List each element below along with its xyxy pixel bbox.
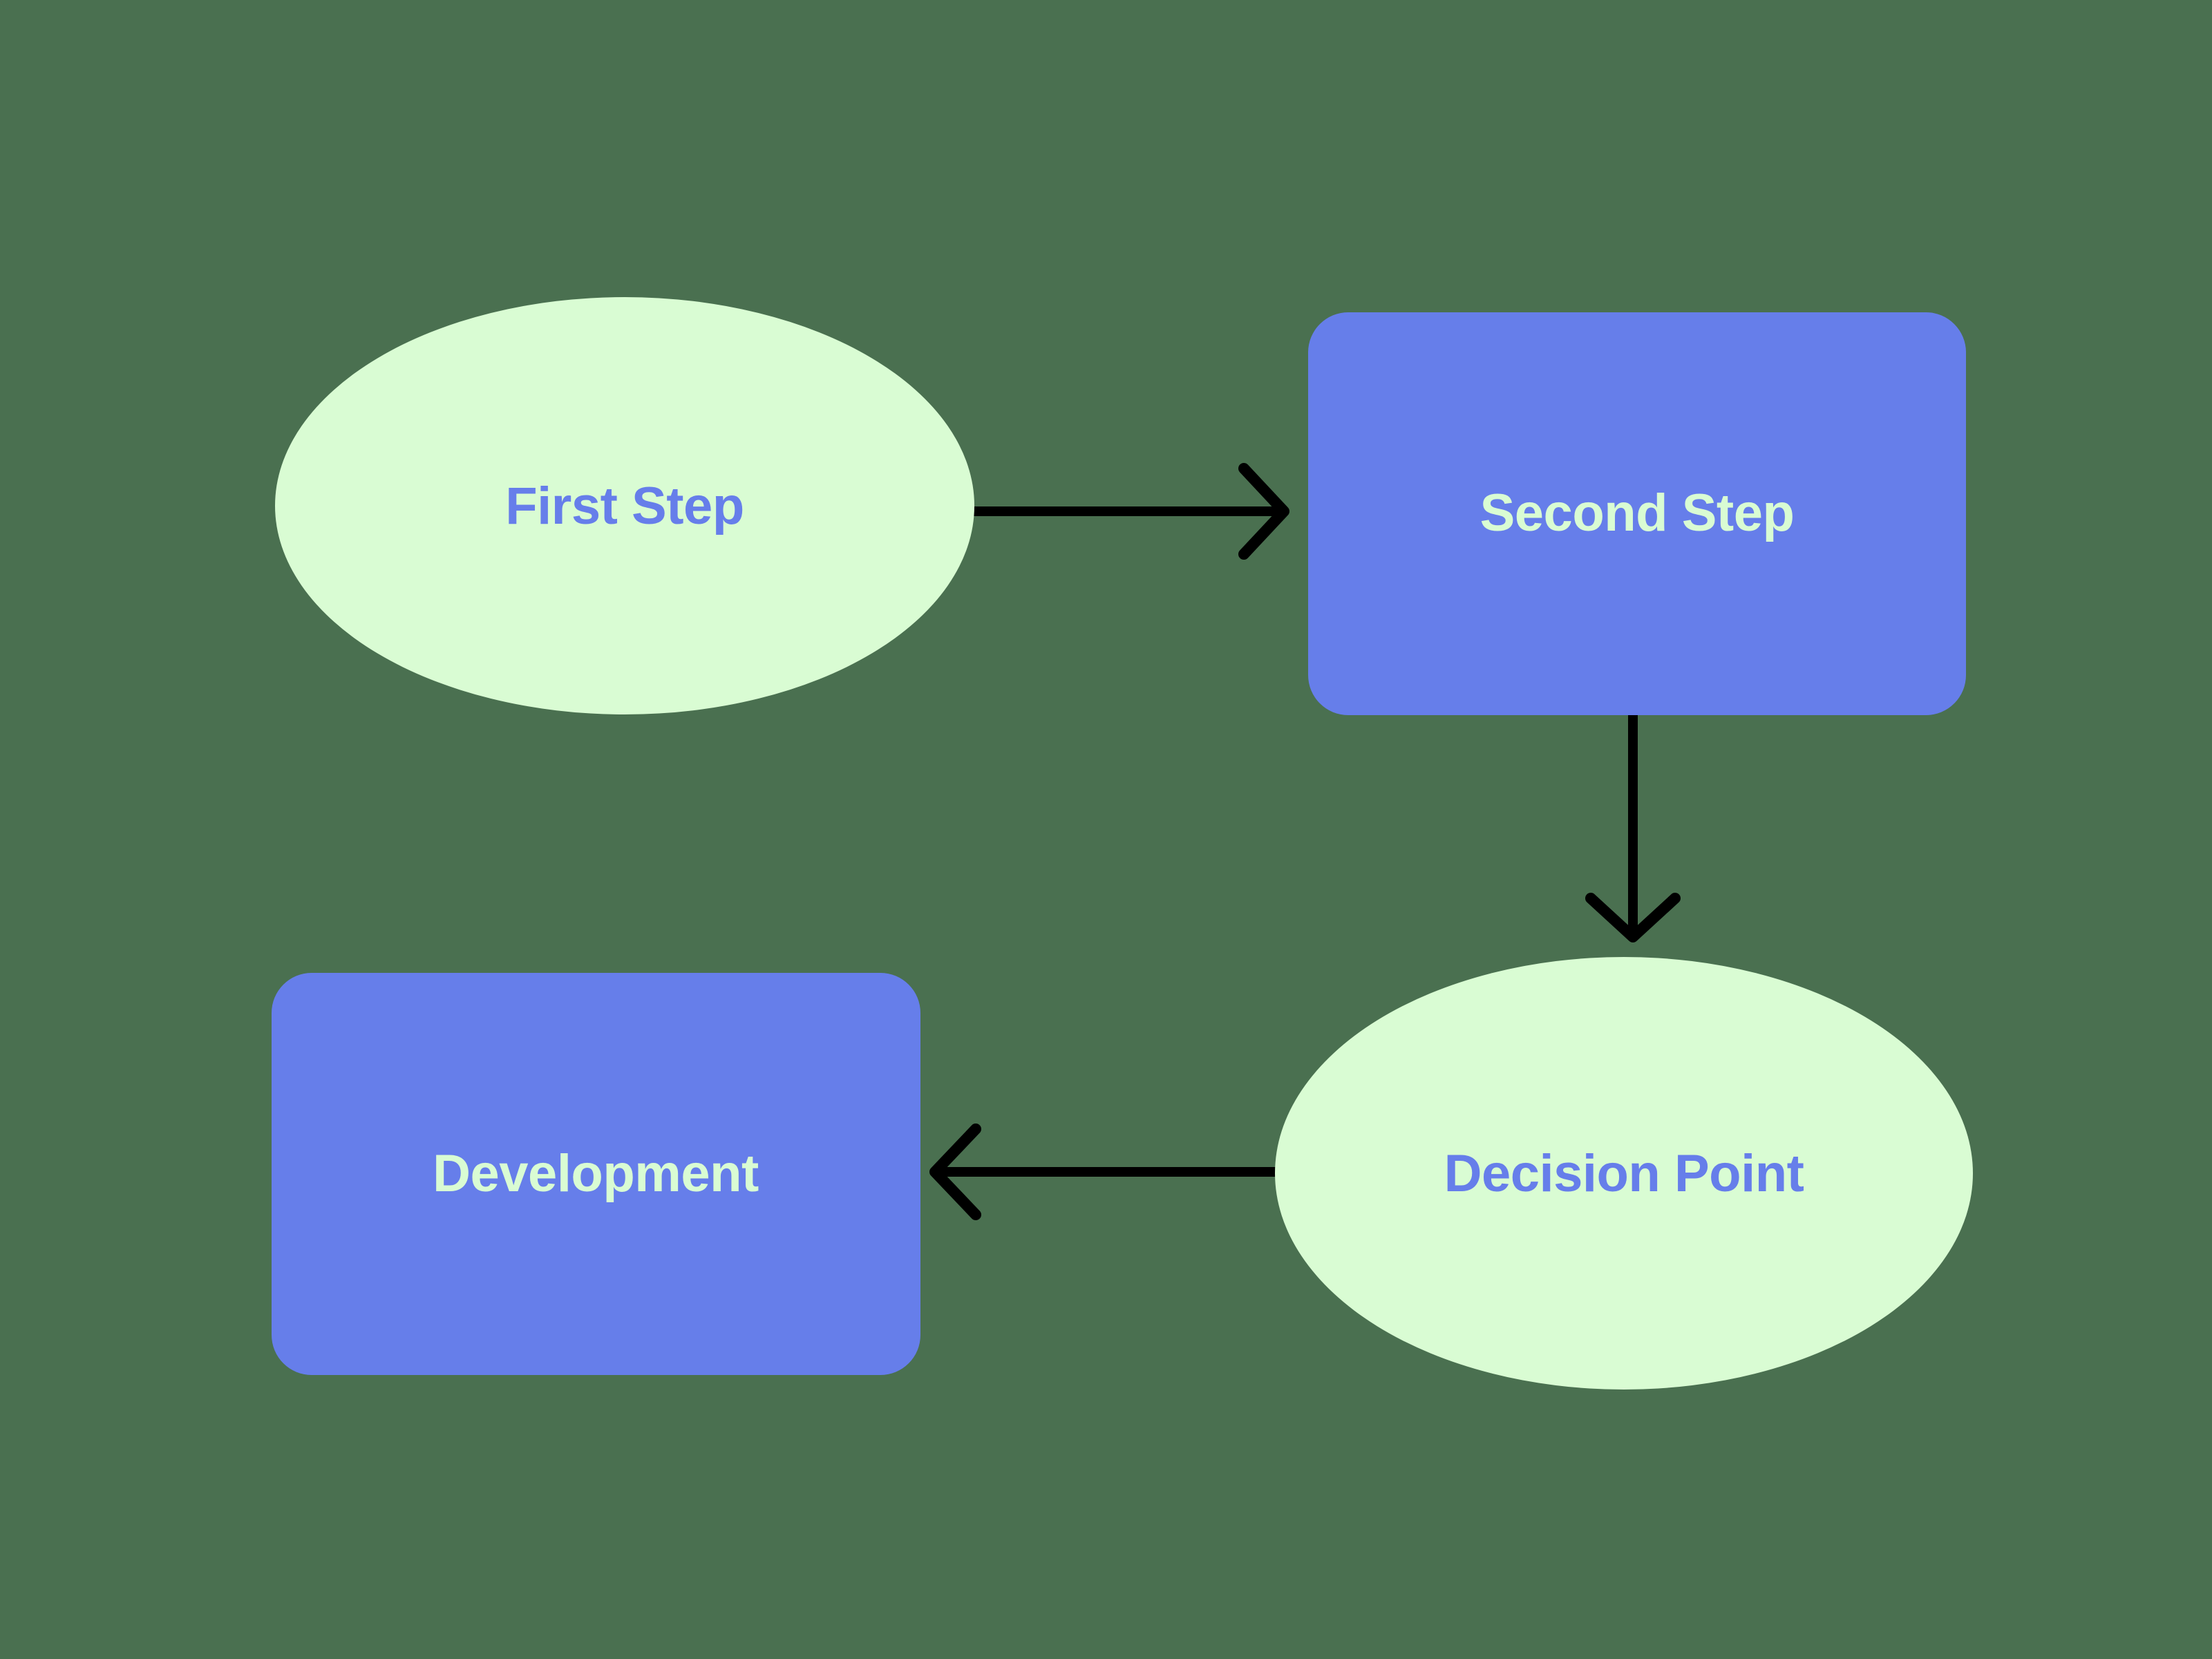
edge-decision-to-development-arrowhead bbox=[929, 1124, 981, 1220]
node-second-step[interactable]: Second Step bbox=[1308, 312, 1966, 715]
edge-decision-to-development[interactable] bbox=[929, 1124, 1278, 1220]
node-second-step-label: Second Step bbox=[1480, 484, 1795, 542]
edge-second-to-decision[interactable] bbox=[1585, 712, 1681, 942]
node-development[interactable]: Development bbox=[272, 973, 920, 1375]
edge-second-to-decision-arrowhead bbox=[1585, 893, 1681, 942]
node-development-shape bbox=[272, 973, 920, 1375]
node-second-step-shape bbox=[1308, 312, 1966, 715]
node-decision-point[interactable]: Decision Point bbox=[1275, 957, 1973, 1390]
node-development-label: Development bbox=[433, 1144, 759, 1203]
edge-first-to-second-arrowhead bbox=[1238, 463, 1289, 560]
node-decision-point-shape bbox=[1275, 957, 1973, 1390]
edge-first-to-second[interactable] bbox=[957, 463, 1289, 560]
node-first-step-label: First Step bbox=[505, 477, 744, 535]
node-first-step-shape bbox=[275, 297, 974, 714]
node-decision-point-label: Decision Point bbox=[1444, 1144, 1804, 1203]
node-first-step[interactable]: First Step bbox=[275, 297, 974, 714]
